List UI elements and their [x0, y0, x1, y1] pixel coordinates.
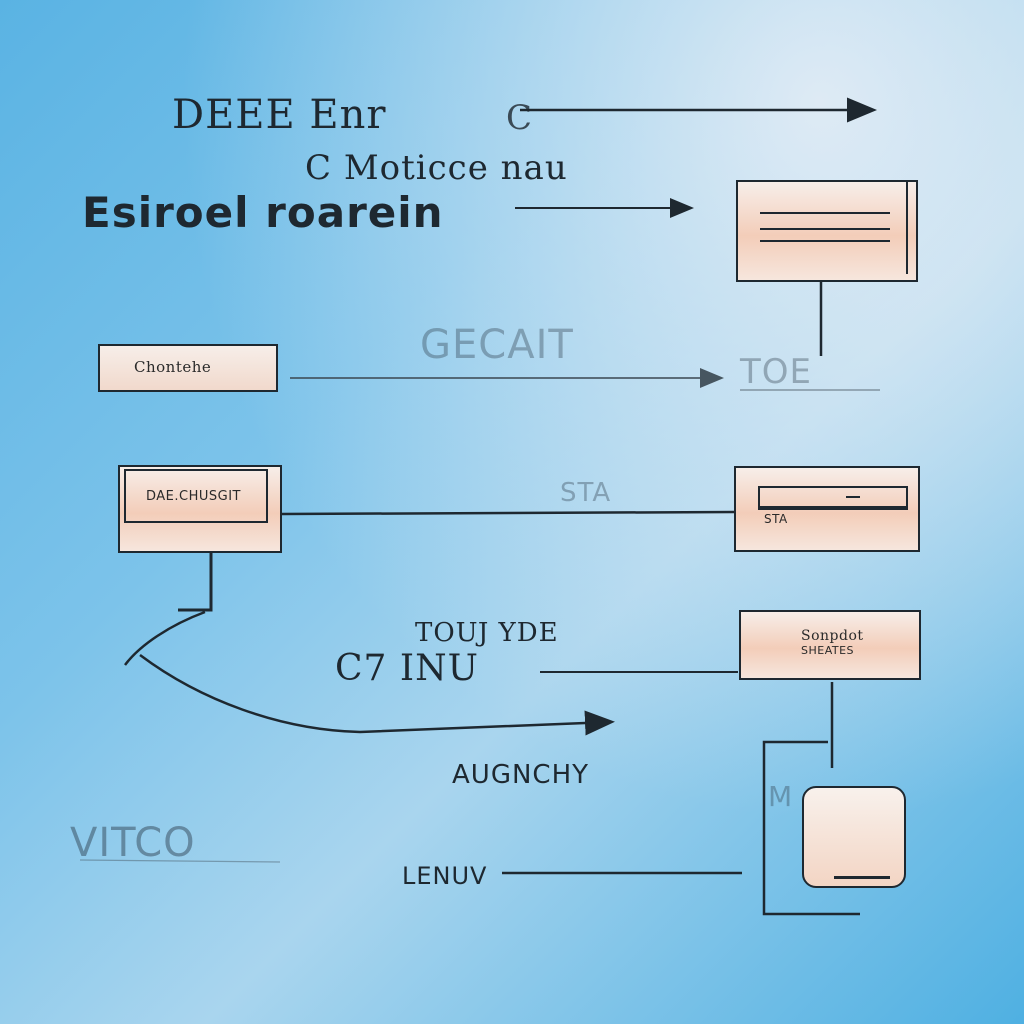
bottom-node-faded-mark: M [768, 780, 794, 813]
node-line [760, 228, 890, 230]
node-sta-mark [846, 496, 860, 498]
node-sta-label: STA [764, 512, 788, 526]
mid-label-3: AUGNCHY [452, 760, 589, 790]
node-sonpdot-label-2: SHEATES [801, 644, 855, 657]
top-right-node[interactable] [736, 180, 918, 282]
node-dae-inner-box: DAE.CHUSGIT [124, 469, 268, 523]
node-sta-divider [758, 508, 908, 510]
faded-right-label-2: STA [560, 478, 612, 508]
bracket-frame [762, 740, 860, 916]
node-dae-chusgit[interactable]: DAE.CHUSGIT [118, 465, 282, 553]
node-right-sta[interactable]: STA [734, 466, 920, 552]
subtitle-label: C Moticce nau [305, 148, 568, 188]
node-sonpdot[interactable]: Sonpdot SHEATES [739, 610, 921, 680]
faded-right-label-1: TOE [740, 352, 813, 392]
bottom-label: LENUV [402, 862, 488, 890]
node-line [760, 212, 890, 214]
node-sta-panel [758, 486, 908, 508]
node-edge [906, 182, 908, 274]
faded-mid-label: GECAIT [420, 322, 574, 368]
top-left-label: DEEE Enr [172, 92, 387, 138]
faded-bottom-left-label: VITCO [70, 820, 196, 866]
bottom-node-foot [834, 876, 890, 879]
curved-return-arrow [124, 610, 610, 732]
main-title-label: Esiroel roarein [82, 188, 444, 237]
mid-label-2: C7 INU [335, 648, 479, 689]
node-chontehe-label: Chontehe [134, 358, 212, 376]
mid-label-1: TOUJ YDE [415, 618, 559, 648]
node-sonpdot-label-1: Sonpdot [801, 628, 864, 644]
node-dae-label: DAE.CHUSGIT [146, 489, 241, 504]
node2-drop-line [178, 553, 213, 612]
top-paren-label: C [506, 98, 534, 138]
bottom-right-node[interactable] [802, 786, 906, 888]
node-chontehe[interactable]: Chontehe [98, 344, 278, 392]
node2-connector [281, 510, 736, 516]
faded-underline-2 [79, 859, 281, 863]
node-line [760, 240, 890, 242]
